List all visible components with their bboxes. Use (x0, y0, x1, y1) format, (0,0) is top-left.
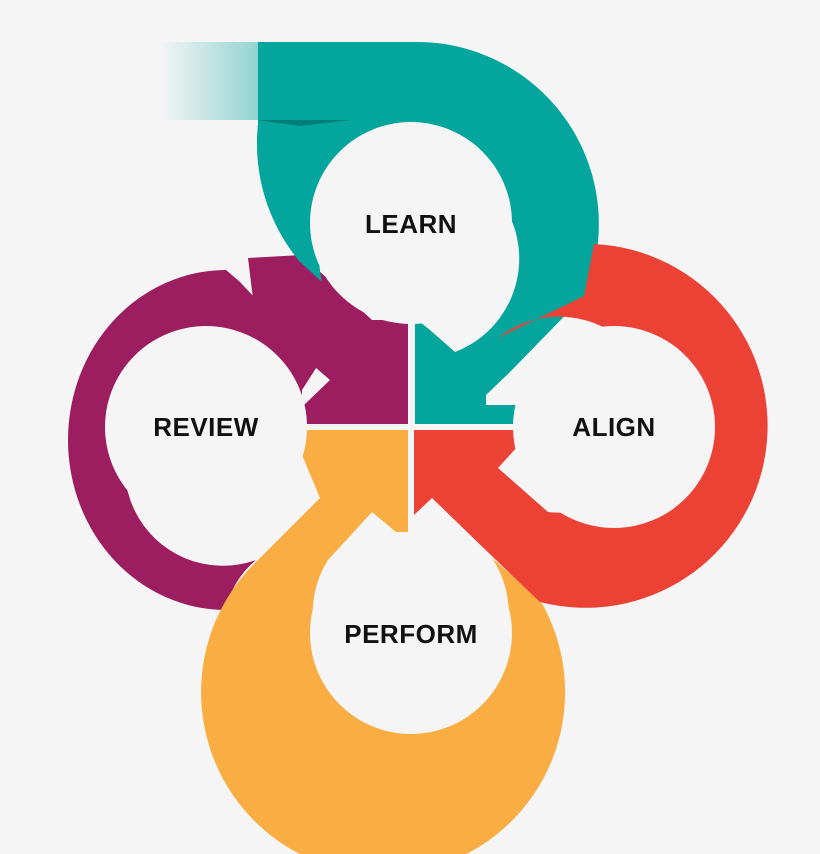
label-review: REVIEW (153, 412, 259, 442)
stage-labels: LEARN ALIGN PERFORM REVIEW (153, 209, 655, 649)
review-center (105, 326, 307, 528)
center-gap (295, 310, 525, 550)
review-arrowhead (302, 318, 408, 425)
label-perform: PERFORM (344, 619, 478, 649)
inner-circles (105, 122, 715, 734)
align-ring (414, 244, 768, 608)
align-center (513, 326, 715, 528)
label-align: ALIGN (572, 412, 655, 442)
align-loop (414, 244, 768, 608)
learn-shadow (258, 120, 350, 126)
perform-loop (201, 430, 566, 854)
label-learn: LEARN (365, 209, 457, 239)
perform-center (310, 532, 512, 734)
perform-ring (201, 430, 566, 854)
learn-center (310, 122, 512, 324)
